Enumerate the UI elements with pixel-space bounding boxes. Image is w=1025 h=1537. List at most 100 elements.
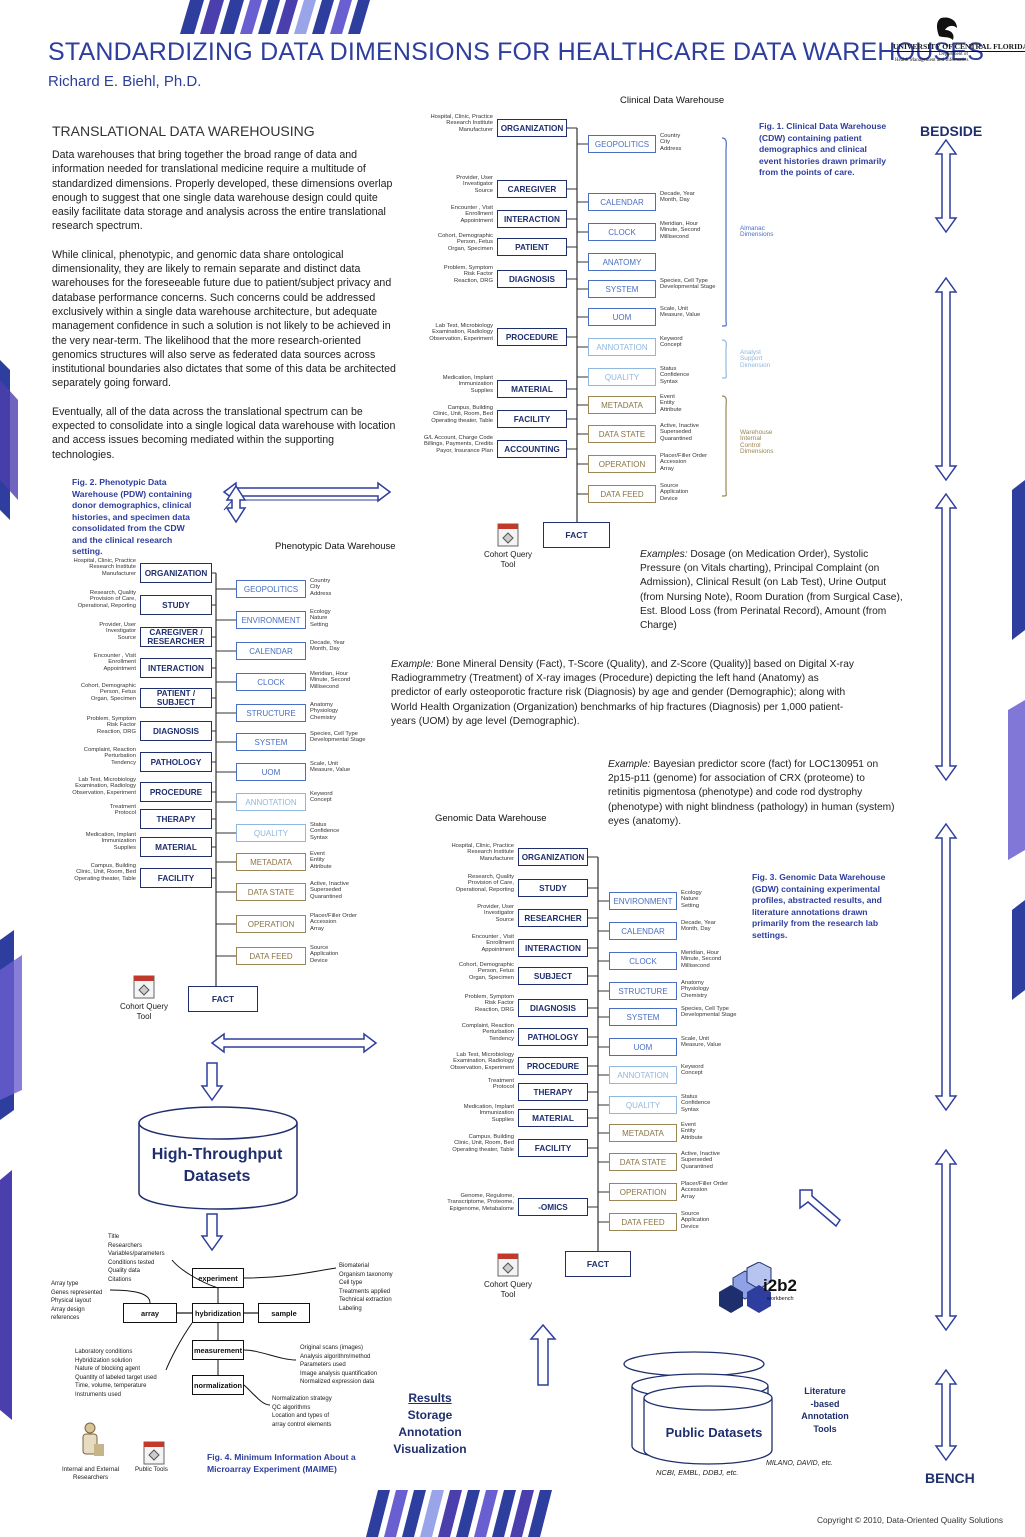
fact-note-2: Provider, User Investigator Source <box>477 904 514 923</box>
fact-box-4: SUBJECT <box>518 967 588 985</box>
connector-path <box>934 822 958 1112</box>
fig2-caption-text: Phenotypic Data Warehouse (PDW) containi… <box>72 477 192 556</box>
fact-note-8: G/L Account, Charge Code Billings, Payme… <box>423 435 493 454</box>
literature-sources: MILANO, DAVID, etc. <box>766 1460 833 1467</box>
dim-box-0: GEOPOLITICS <box>588 135 656 153</box>
fact-box-7: PROCEDURE <box>140 782 212 802</box>
dim-note-5: Scale, Unit Measure, Value <box>660 306 701 319</box>
fact-note-0: Hospital, Clinic, Practice Research Inst… <box>430 114 494 133</box>
fact-box-1: CAREGIVER <box>497 180 567 198</box>
normalization-list: Normalization strategy QC algorithms Loc… <box>272 1396 332 1428</box>
dim-box-11: DATA FEED <box>588 485 656 503</box>
fact-box-main: FACT <box>543 522 610 548</box>
fact-note-4: Cohort, Demographic Person, Fetus Organ,… <box>80 683 136 702</box>
connector-path <box>222 481 392 503</box>
fact-note-3: Encounter , Visit Enrollment Appointment <box>93 653 136 672</box>
fact-box-main: FACT <box>188 986 258 1012</box>
query-tool-icon <box>497 523 519 547</box>
connector-path <box>799 1189 841 1228</box>
example-1-text: Dosage (on Medication Order), Systolic P… <box>640 549 903 632</box>
fact-note-4: Cohort, Demographic Person, Fetus Organ,… <box>458 962 514 981</box>
dim-note-6: Scale, Unit Measure, Value <box>310 761 351 774</box>
fact-box-0: ORGANIZATION <box>140 563 212 583</box>
i2b2-text: i2b2 <box>763 1276 798 1295</box>
pegasus-icon <box>937 17 957 40</box>
dim-note-11: Placer/Filler Order Accession Array <box>310 913 358 932</box>
dim-note-11: Source Application Device <box>681 1211 710 1230</box>
dim-box-4: SYSTEM <box>588 280 656 298</box>
fact-box-1: STUDY <box>518 879 588 897</box>
fact-box-6: PATHOLOGY <box>518 1028 588 1046</box>
left-stripes <box>0 360 22 1420</box>
dim-note-2: Decade, Year Month, Day <box>310 640 345 653</box>
public-datasets: Public Datasets NCBI, EMBL, DDBJ, etc. <box>622 1350 773 1477</box>
dim-note-4: Species, Cell Type Developmental Stage <box>681 1006 737 1019</box>
fact-box-11: -OMICS <box>518 1198 588 1216</box>
connector-path <box>721 339 727 379</box>
dim-box-9: DATA STATE <box>609 1153 677 1171</box>
dim-box-11: OPERATION <box>236 915 306 933</box>
fact-note-3: Encounter , Visit Enrollment Appointment <box>471 934 514 953</box>
dim-box-3: CLOCK <box>236 673 306 691</box>
dim-note-1: Decade, Year Month, Day <box>681 920 716 933</box>
fact-box-2: INTERACTION <box>497 210 567 228</box>
dim-box-10: OPERATION <box>588 455 656 473</box>
dim-note-8: Event Entity Attribute <box>660 394 682 413</box>
poster-title: STANDARDIZING DATA DIMENSIONS FOR HEALTH… <box>48 38 985 66</box>
connector-path <box>721 395 727 497</box>
dim-box-10: OPERATION <box>609 1183 677 1201</box>
fact-box-3: INTERACTION <box>140 658 212 678</box>
dim-note-1: Decade, Year Month, Day <box>660 191 695 204</box>
dim-box-1: CALENDAR <box>588 193 656 211</box>
dim-box-5: UOM <box>609 1038 677 1056</box>
connector-path <box>934 492 958 782</box>
connector-path <box>721 137 727 327</box>
example-1-label: Examples: <box>640 549 688 560</box>
researchers-label: Internal and External Researchers <box>62 1466 120 1481</box>
query-tool-icon <box>497 1253 519 1277</box>
fact-box-5: DIAGNOSIS <box>518 999 588 1017</box>
fact-box-3: INTERACTION <box>518 939 588 957</box>
dim-box-5: UOM <box>588 308 656 326</box>
dim-box-2: CALENDAR <box>236 642 306 660</box>
bench-label: BENCH <box>925 1470 975 1486</box>
node-array: array <box>123 1303 177 1323</box>
connector-path <box>109 1289 151 1304</box>
connector-path <box>243 1349 297 1361</box>
literature-tools: Literature -based Annotation Tools <box>801 1386 849 1434</box>
dim-box-6: ANNOTATION <box>588 338 656 356</box>
hybridization-list: Laboratory conditions Hybridization solu… <box>75 1349 157 1398</box>
fact-note-7: Campus, Building Clinic, Unit, Room, Bed… <box>431 405 493 424</box>
fact-note-2: Provider, User Investigator Source <box>99 622 136 641</box>
intro-paragraph-2: While clinical, phenotypic, and genomic … <box>52 248 396 390</box>
connector-path <box>200 1062 224 1102</box>
top-stripes <box>180 0 370 34</box>
fact-note-5: Problem, Symptom Risk Factor Reaction, D… <box>464 994 514 1013</box>
dim-box-9: METADATA <box>236 853 306 871</box>
org-dept-2: Health Management and Informatics <box>895 58 969 63</box>
public-datasets-title: Public Datasets <box>665 1425 763 1440</box>
connector-path <box>200 1213 224 1252</box>
right-stripes <box>1008 480 1025 1000</box>
stacked-cylinders-icon <box>623 1351 773 1465</box>
dim-note-4: Anatomy Physiology Chemistry <box>310 702 339 721</box>
node-sample: sample <box>258 1303 310 1323</box>
fig2-caption: Fig. 2. Phenotypic Data Warehouse (PDW) … <box>72 477 202 558</box>
high-throughput-datasets: High-Throughput Datasets <box>137 1105 298 1210</box>
intro-paragraph-3: Eventually, all of the data across the t… <box>52 405 396 461</box>
fact-box-main: FACT <box>565 1251 631 1277</box>
fig4-caption: Fig. 4. Minimum Information About a Micr… <box>207 1452 357 1475</box>
query-tool-icon <box>133 975 155 999</box>
dim-note-3: Anatomy Physiology Chemistry <box>681 980 710 999</box>
fact-box-5: PROCEDURE <box>497 328 567 346</box>
results-link[interactable]: Results <box>408 1391 452 1405</box>
dim-box-8: QUALITY <box>236 824 306 842</box>
org-dept-1: Department of <box>939 52 969 57</box>
bedside-label: BEDSIDE <box>920 123 983 139</box>
ucf-logo: UNIVERSITY OF CENTRAL FLORIDA Department… <box>893 14 1025 64</box>
dim-box-8: METADATA <box>609 1124 677 1142</box>
fig3-caption-text: Genomic Data Warehouse (GDW) containing … <box>752 872 886 940</box>
example-2-label: Example: <box>391 659 434 670</box>
